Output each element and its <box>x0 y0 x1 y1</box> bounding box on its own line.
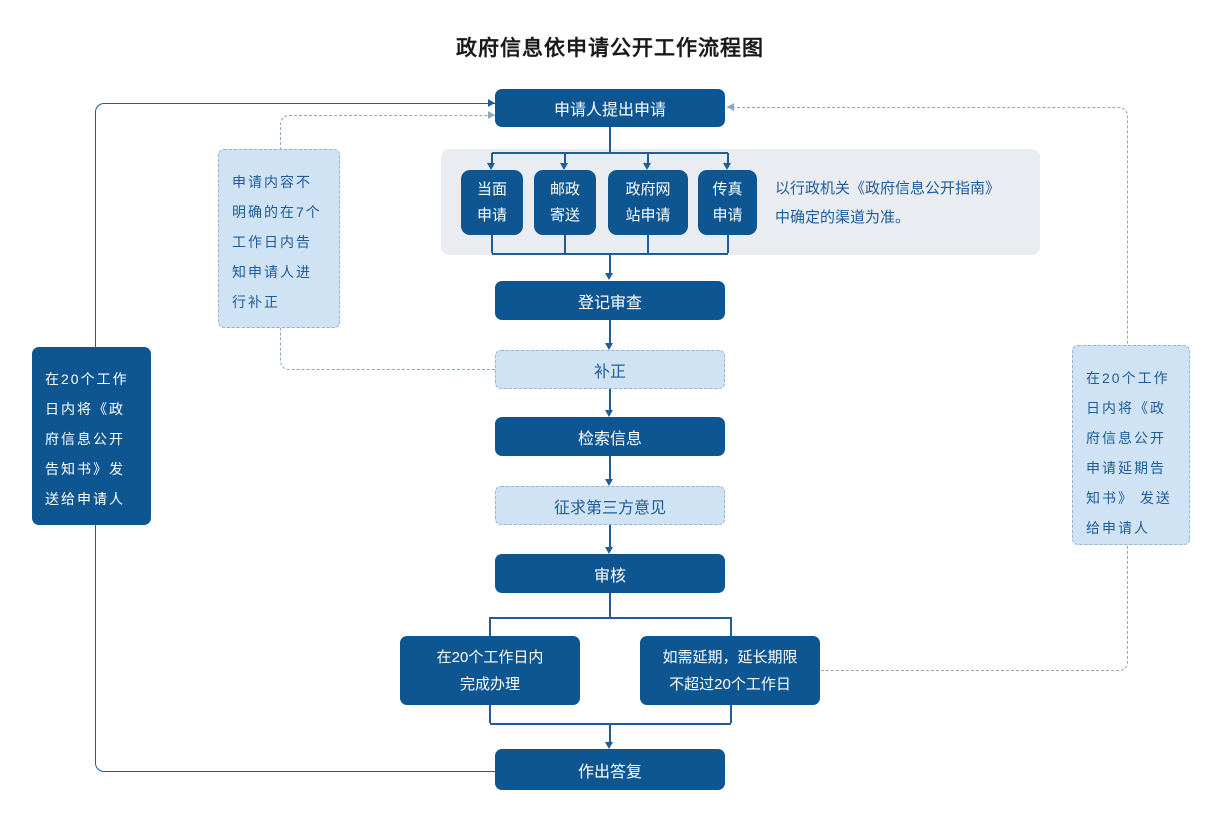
connector <box>609 525 611 547</box>
connector <box>490 723 731 725</box>
arrowhead <box>560 163 568 170</box>
node-register-review: 登记审查 <box>495 281 725 320</box>
arrowhead <box>605 547 613 554</box>
connector <box>609 127 611 153</box>
connector <box>491 153 493 164</box>
connector <box>609 320 611 343</box>
node-reply: 作出答复 <box>495 749 725 790</box>
arrowhead <box>723 163 731 170</box>
node-channel-fax: 传真 申请 <box>698 170 757 235</box>
connector <box>564 153 566 164</box>
connector <box>647 153 649 164</box>
arrowhead <box>643 163 651 170</box>
connector <box>609 593 611 617</box>
note-extension-notice: 在20个工作 日内将《政 府信息公开 申请延期告 知书》 发送 给申请人 <box>1072 345 1190 545</box>
node-correction: 补正 <box>495 350 725 389</box>
connector <box>490 617 731 619</box>
connector <box>489 705 491 723</box>
page-title: 政府信息依申请公开工作流程图 <box>456 37 764 60</box>
arrowhead <box>605 273 613 280</box>
connector <box>609 723 611 742</box>
node-channel-website: 政府网 站申请 <box>608 170 688 235</box>
node-channel-postal: 邮政 寄送 <box>534 170 596 235</box>
node-review: 审核 <box>495 554 725 593</box>
connector <box>491 235 493 253</box>
arrowhead <box>605 742 613 749</box>
connector <box>489 617 491 636</box>
arrowhead-into-apply-dashed-right <box>727 103 734 111</box>
node-retrieve-info: 检索信息 <box>495 417 725 456</box>
connector <box>564 235 566 253</box>
node-channel-in-person: 当面 申请 <box>461 170 523 235</box>
connector <box>727 153 729 164</box>
node-complete-in-20-days: 在20个工作日内 完成办理 <box>400 636 580 705</box>
arrowhead-into-apply-dashed-left <box>488 111 495 119</box>
note-disclosure-notice: 在20个工作 日内将《政 府信息公开 告知书》发 送给申请人 <box>32 347 151 525</box>
channel-guide-note: 以行政机关《政府信息公开指南》 中确定的渠道为准。 <box>775 180 1001 226</box>
arrowhead-into-apply-solid <box>488 99 495 107</box>
connector <box>492 152 728 154</box>
connector <box>609 389 611 410</box>
arrowhead <box>487 163 495 170</box>
connector <box>730 705 732 723</box>
connector <box>730 617 732 636</box>
arrowhead <box>605 479 613 486</box>
connector <box>727 235 729 253</box>
connector <box>647 235 649 253</box>
node-third-party-opinion: 征求第三方意见 <box>495 486 725 525</box>
node-apply: 申请人提出申请 <box>495 89 725 127</box>
arrowhead <box>605 343 613 350</box>
arrowhead <box>605 410 613 417</box>
connector <box>609 253 611 273</box>
node-extension: 如需延期，延长期限 不超过20个工作日 <box>640 636 820 705</box>
note-correction-notice: 申请内容不 明确的在7个 工作日内告 知申请人进 行补正 <box>218 149 340 328</box>
connector <box>609 456 611 479</box>
